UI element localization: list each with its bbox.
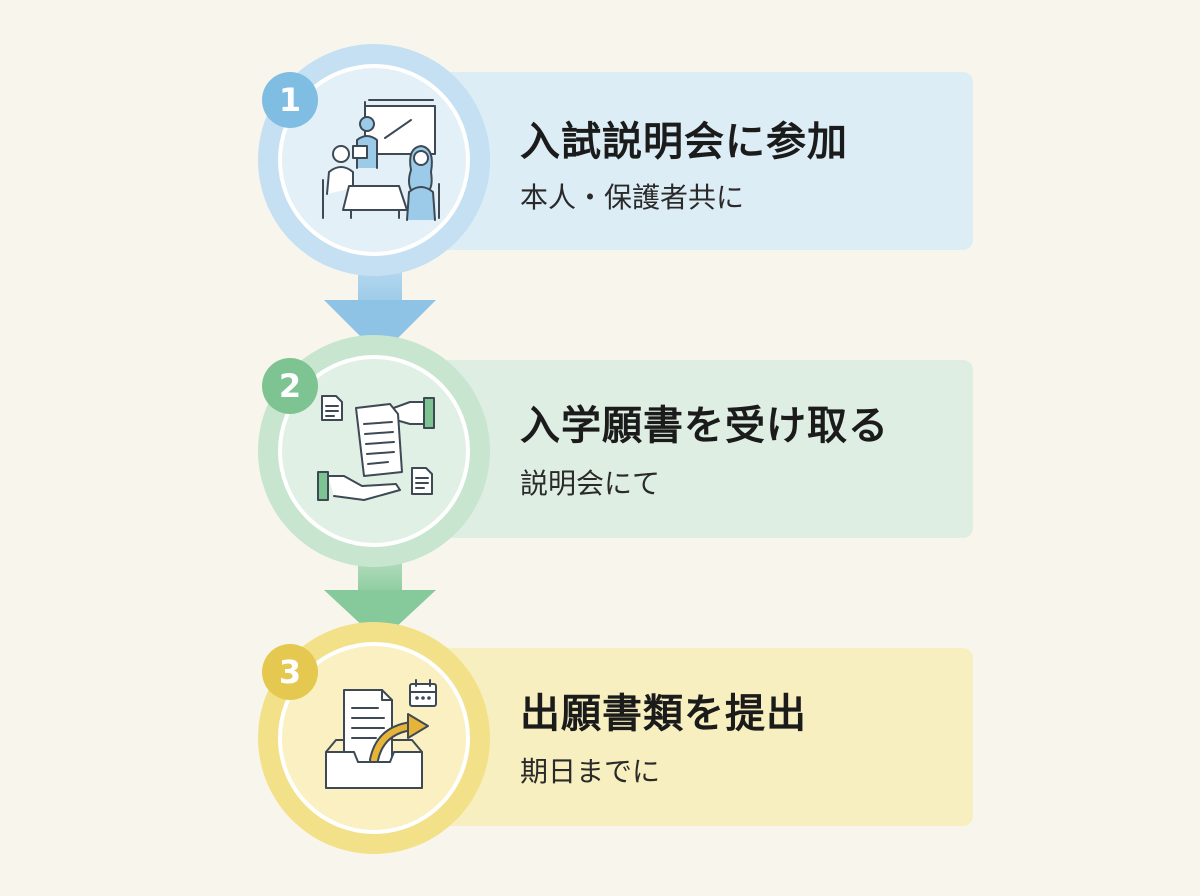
presentation-meeting-icon — [322, 99, 440, 221]
step-number-badge: 2 — [262, 358, 318, 414]
step-subtitle: 本人・保護者共に — [520, 181, 745, 214]
step-title: 出願書類を提出 — [520, 691, 807, 737]
step-card — [430, 72, 973, 250]
step-title: 入試説明会に参加 — [520, 119, 848, 165]
document-submit-tray-icon — [325, 679, 437, 789]
step-number-badge: 1 — [262, 72, 318, 128]
step-subtitle: 期日までに — [520, 755, 661, 788]
step-number-badge: 3 — [262, 644, 318, 700]
step-subtitle: 説明会にて — [520, 467, 661, 500]
step-card — [430, 648, 973, 826]
document-handover-icon — [317, 395, 435, 501]
step-title: 入学願書を受け取る — [520, 403, 889, 449]
step-card — [430, 360, 973, 538]
